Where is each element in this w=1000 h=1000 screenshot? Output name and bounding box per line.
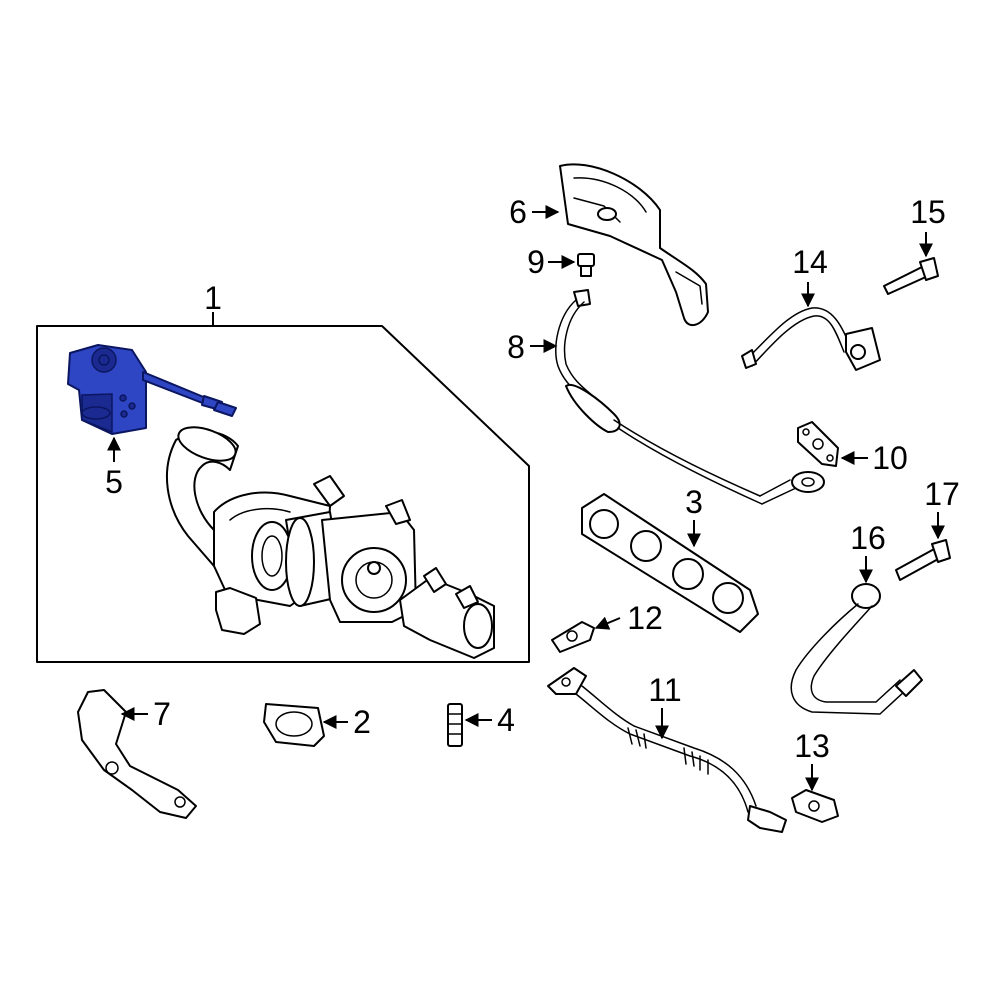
part-3-manifold-gasket[interactable] [581,493,759,633]
part-10-gasket[interactable] [797,421,839,467]
callout-17: 17 [924,476,960,512]
callout-10: 10 [872,440,908,476]
part-16-coolant-pipe[interactable] [790,583,923,715]
part-14-return-line[interactable] [741,307,881,371]
part-6-heat-shield[interactable] [559,163,709,327]
callout-labels: 1 5 6 9 8 14 15 10 3 17 16 12 11 13 7 2 … [105,194,960,764]
callout-7: 7 [153,696,171,732]
callout-15: 15 [910,194,946,230]
callout-9: 9 [527,244,545,280]
callout-2: 2 [353,704,371,740]
part-12-gasket[interactable] [551,621,595,653]
part-15-stud[interactable] [883,257,939,295]
callout-8: 8 [507,329,525,365]
part-1-turbocharger[interactable] [165,421,495,659]
callout-12: 12 [627,600,663,636]
part-4-stud[interactable] [447,703,463,747]
callout-4: 4 [497,702,515,738]
part-13-gasket[interactable] [791,789,839,823]
part-17-stud[interactable] [895,539,951,581]
callout-14: 14 [792,244,828,280]
part-11-oil-pipe[interactable] [547,667,787,833]
part-7-bracket[interactable] [77,689,197,819]
turbo-assembly-box [36,312,530,663]
callout-6: 6 [509,194,527,230]
callout-11: 11 [648,672,681,708]
part-2-gasket[interactable] [263,703,325,747]
part-9-bolt[interactable] [577,253,595,277]
callout-3: 3 [685,484,703,520]
callout-13: 13 [794,728,830,764]
callout-1: 1 [204,280,222,316]
callout-5: 5 [105,464,123,500]
leader-lines [107,205,945,792]
callout-16: 16 [850,520,886,556]
part-5-wastegate-actuator[interactable] [67,344,237,435]
part-8-oil-feed-line[interactable] [555,289,825,505]
